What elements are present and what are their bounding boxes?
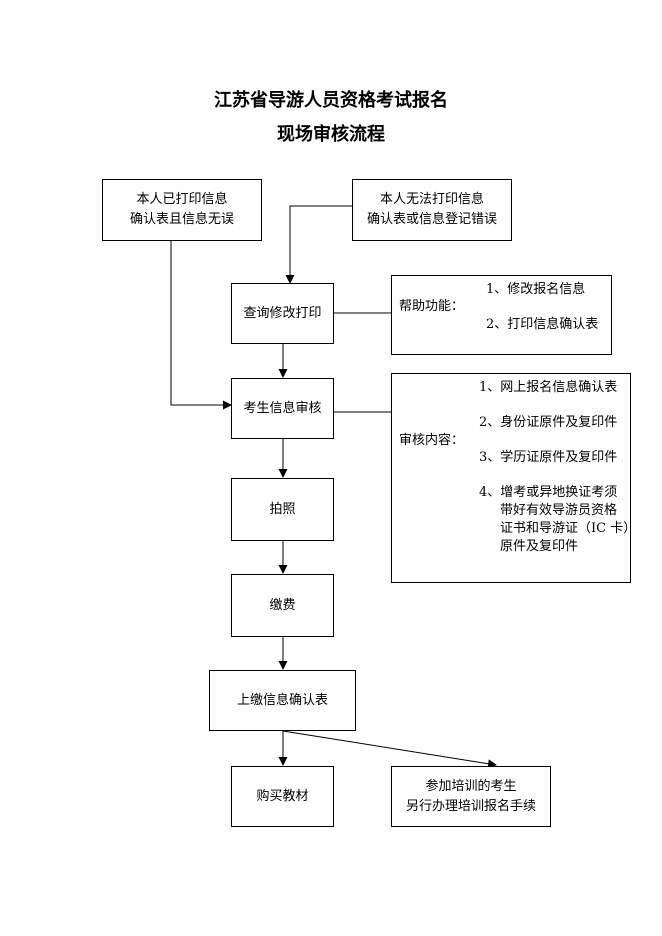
box-submit-confirmation: 上缴信息确认表 (209, 670, 356, 731)
help-item-2: 2、打印信息确认表 (486, 317, 599, 332)
audit-item-4-line4: 原件及复印件 (500, 539, 579, 554)
box-query-modify-print: 查询修改打印 (231, 283, 334, 344)
box-query-modify-print-label: 查询修改打印 (243, 305, 322, 321)
box-info-not-printed-line2: 确认表或信息登记错误 (366, 212, 497, 227)
box-submit-confirmation-label: 上缴信息确认表 (236, 692, 328, 708)
help-functions-box: 帮助功能： 1、修改报名信息 2、打印信息确认表 (391, 275, 612, 355)
audit-item-4-line3: 证书和导游证（IC 卡） (500, 521, 637, 536)
box-training-registration: 参加培训的考生 另行办理培训报名手续 (391, 766, 551, 827)
help-functions-label: 帮助功能： (399, 299, 465, 314)
page-subtitle: 现场审核流程 (277, 124, 385, 145)
audit-item-1: 1、网上报名信息确认表 (479, 380, 618, 395)
audit-item-4-line2: 带好有效导游员资格 (500, 503, 618, 518)
audit-contents-box: 审核内容： 1、网上报名信息确认表 2、身份证原件及复印件 3、学历证原件及复印… (391, 373, 636, 583)
box-info-printed: 本人已打印信息 确认表且信息无误 (102, 179, 262, 241)
box-info-printed-line1: 本人已打印信息 (136, 192, 228, 207)
box-photo-label: 拍照 (269, 501, 296, 517)
box-info-not-printed: 本人无法打印信息 确认表或信息登记错误 (352, 179, 512, 241)
box-buy-textbooks-label: 购买教材 (256, 788, 309, 804)
arrow-printed-to-review (170, 240, 232, 410)
audit-contents-label: 审核内容： (399, 433, 465, 448)
page-title: 江苏省导游人员资格考试报名 (214, 90, 448, 111)
arrow-notprinted-to-query (285, 205, 352, 284)
audit-item-2: 2、身份证原件及复印件 (479, 415, 618, 430)
arrow-submit-to-training (282, 730, 497, 769)
help-item-1: 1、修改报名信息 (486, 282, 586, 297)
box-buy-textbooks: 购买教材 (231, 766, 334, 827)
audit-item-3: 3、学历证原件及复印件 (479, 450, 618, 465)
box-info-not-printed-line1: 本人无法打印信息 (379, 192, 484, 207)
box-candidate-review: 考生信息审核 (231, 378, 334, 439)
box-pay-fee: 缴费 (231, 574, 334, 637)
box-info-printed-line2: 确认表且信息无误 (129, 212, 234, 227)
box-pay-fee-label: 缴费 (269, 597, 296, 613)
box-training-line1: 参加培训的考生 (425, 778, 517, 794)
audit-item-4-line1: 4、增考或异地换证考须 (479, 485, 618, 500)
box-photo: 拍照 (231, 478, 334, 541)
box-training-line2: 另行办理培训报名手续 (405, 798, 536, 814)
box-candidate-review-label: 考生信息审核 (243, 400, 322, 416)
